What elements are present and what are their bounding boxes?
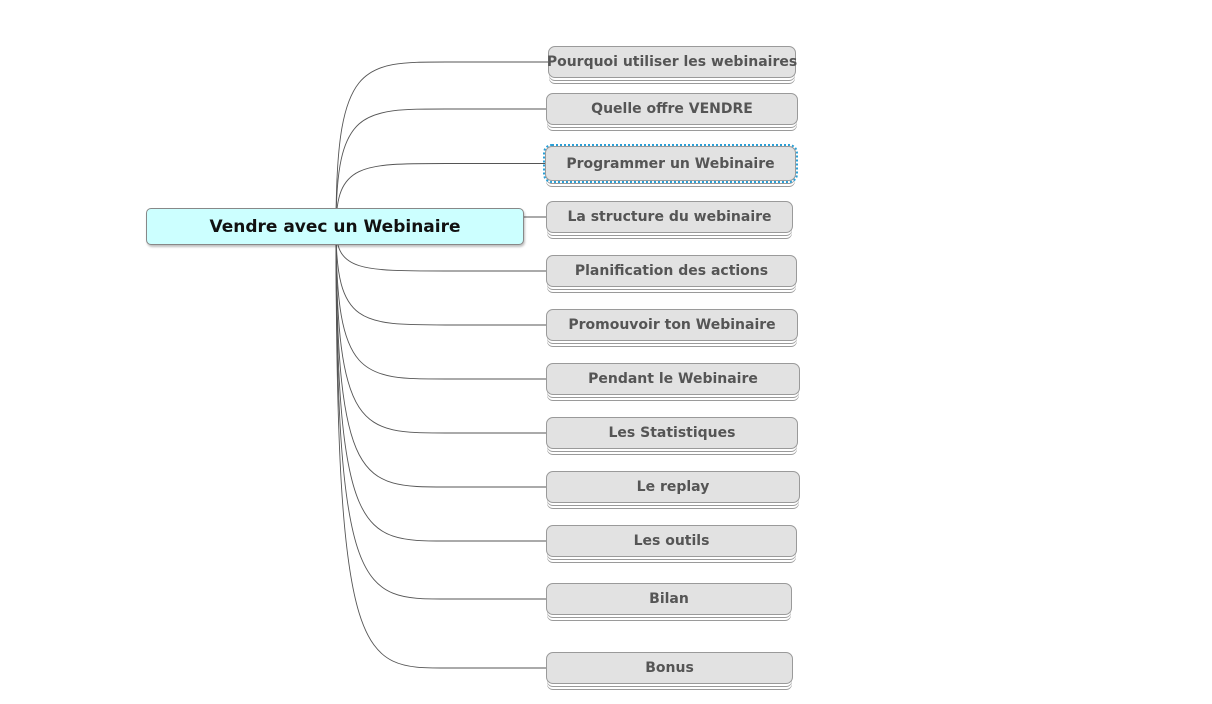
branch-promouvoir-ton-webinaire[interactable]: Promouvoir ton Webinaire xyxy=(546,309,798,341)
branch-bilan[interactable]: Bilan xyxy=(546,583,792,615)
connector-line-8 xyxy=(335,227,547,488)
connector-line-11 xyxy=(335,227,546,669)
connector-line-9 xyxy=(335,227,546,542)
connector-line-2 xyxy=(335,163,545,229)
branch-planification-des-actions[interactable]: Planification des actions xyxy=(546,255,797,287)
connector-line-7 xyxy=(335,227,546,434)
connector-line-1 xyxy=(335,108,546,229)
branch-bonus[interactable]: Bonus xyxy=(546,652,793,684)
branch-programmer-un-webinaire[interactable]: Programmer un Webinaire xyxy=(543,144,798,183)
connector-line-10 xyxy=(335,227,546,600)
branch-pourquoi-utiliser-les-webinaires[interactable]: Pourquoi utiliser les webinaires xyxy=(547,46,797,78)
connector-line-4 xyxy=(335,227,546,272)
branch-les-statistiques[interactable]: Les Statistiques xyxy=(546,417,798,449)
connector-line-5 xyxy=(335,227,546,326)
central-topic[interactable]: Vendre avec un Webinaire xyxy=(146,208,524,245)
connector-line-0 xyxy=(335,61,548,229)
branch-la-structure-du-webinaire[interactable]: La structure du webinaire xyxy=(546,201,793,233)
connector-line-6 xyxy=(335,227,546,380)
branch-le-replay[interactable]: Le replay xyxy=(546,471,800,503)
branch-les-outils[interactable]: Les outils xyxy=(546,525,797,557)
branch-pendant-le-webinaire[interactable]: Pendant le Webinaire xyxy=(546,363,800,395)
branch-quelle-offre-vendre[interactable]: Quelle offre VENDRE xyxy=(546,93,798,125)
